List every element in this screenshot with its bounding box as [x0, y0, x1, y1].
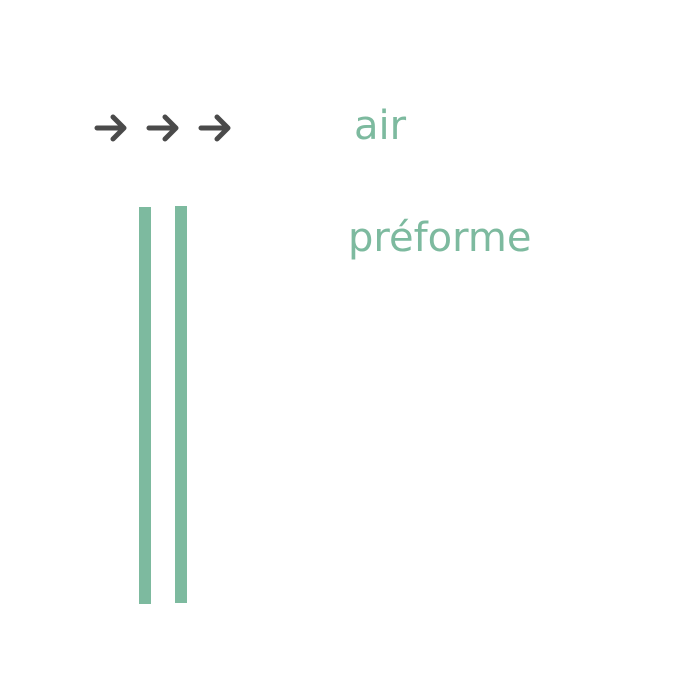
preform-wall-left [139, 207, 151, 604]
air-label: air [354, 103, 407, 149]
preform-label: préforme [348, 215, 532, 261]
arrow-right-icon [94, 114, 127, 142]
arrow-right-icon [146, 114, 179, 142]
preform-wall-right [175, 206, 187, 603]
arrow-right-icon [198, 114, 231, 142]
